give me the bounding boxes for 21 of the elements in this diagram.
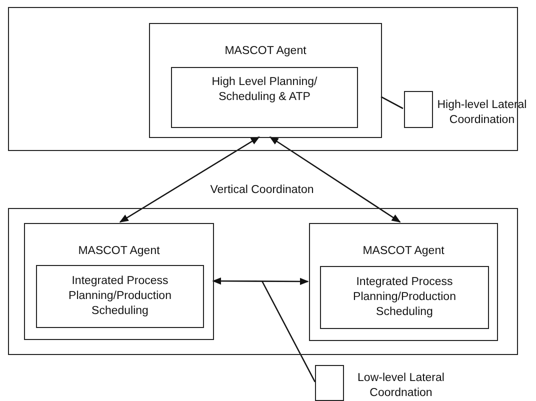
agent-title: MASCOT Agent: [362, 244, 446, 259]
arrow: [119, 136, 260, 223]
agent-box: [24, 223, 214, 340]
coordination-label: Vertical Coordinaton: [209, 183, 315, 198]
function-box: [171, 67, 358, 128]
function-text: Integrated Process Planning/Production Scheduling: [68, 274, 172, 319]
leader-line: [261, 280, 316, 382]
empty-box: [404, 91, 433, 128]
connector-line: [380, 96, 404, 110]
level-panel: [8, 208, 518, 355]
function-box: [36, 265, 204, 328]
agent-title: MASCOT Agent: [77, 244, 161, 259]
arrow: [212, 277, 309, 286]
function-text: Integrated Process Planning/Production Scheduling: [352, 275, 457, 320]
agent-box: [309, 223, 498, 341]
empty-box: [315, 365, 344, 401]
function-box: [320, 266, 489, 329]
arrow: [269, 136, 401, 223]
function-text: High Level Planning/ Scheduling & ATP: [210, 75, 318, 105]
agent-title: MASCOT Agent: [224, 44, 308, 59]
agent-box: [149, 23, 382, 138]
